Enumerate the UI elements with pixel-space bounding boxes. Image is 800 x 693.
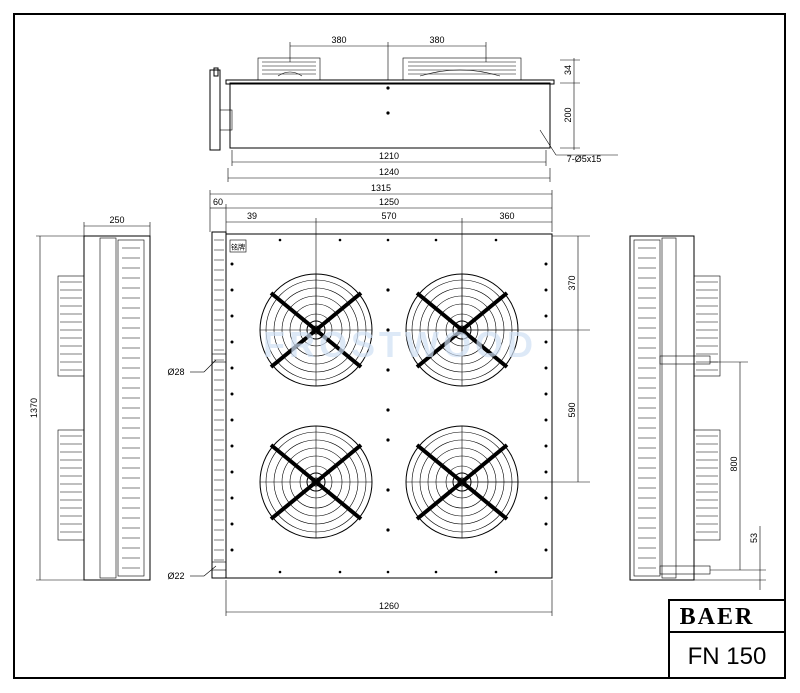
watermark: FROSTWOOD — [263, 324, 537, 365]
front-view: 1315 1250 60 39 570 360 铭牌 — [167, 183, 590, 616]
label-holes: 7-Ø5x15 — [567, 154, 602, 164]
side-view-right: 800 53 — [629, 235, 766, 590]
dim-800: 800 — [729, 456, 739, 471]
top-view: 380 380 34 200 7-Ø5x15 1210 1240 — [209, 35, 618, 182]
dim-250: 250 — [109, 215, 124, 225]
dim-1260: 1260 — [379, 601, 399, 611]
dim-370: 370 — [567, 275, 577, 290]
top-fan-left — [257, 57, 321, 81]
brand-name: BAER — [680, 604, 755, 630]
fan-bottom-left — [259, 425, 373, 539]
dim-1240: 1240 — [379, 167, 399, 177]
top-fan-right — [402, 57, 522, 81]
dim-360: 360 — [499, 211, 514, 221]
dim-34: 34 — [563, 65, 573, 75]
dim-60: 60 — [213, 197, 223, 207]
dim-1250: 1250 — [379, 197, 399, 207]
title-block: BAER FN 150 — [668, 599, 786, 679]
dim-1210: 1210 — [379, 151, 399, 161]
dim-590: 590 — [567, 402, 577, 417]
label-outlet: Ø22 — [167, 571, 184, 581]
dim-200: 200 — [563, 107, 573, 122]
dim-380-a: 380 — [331, 35, 346, 45]
panel-rivets — [230, 238, 548, 574]
dim-1370: 1370 — [29, 398, 39, 418]
label-inlet: Ø28 — [167, 367, 184, 377]
dim-570: 570 — [381, 211, 396, 221]
dim-39: 39 — [247, 211, 257, 221]
dim-380-b: 380 — [429, 35, 444, 45]
dim-1315: 1315 — [371, 183, 391, 193]
side-view-left: 250 1370 — [29, 215, 151, 581]
label-nameplate: 铭牌 — [231, 243, 245, 252]
drawing-frame — [13, 13, 786, 679]
dim-53: 53 — [749, 533, 759, 543]
fan-top-left — [259, 273, 373, 387]
model-name: FN 150 — [688, 643, 767, 670]
